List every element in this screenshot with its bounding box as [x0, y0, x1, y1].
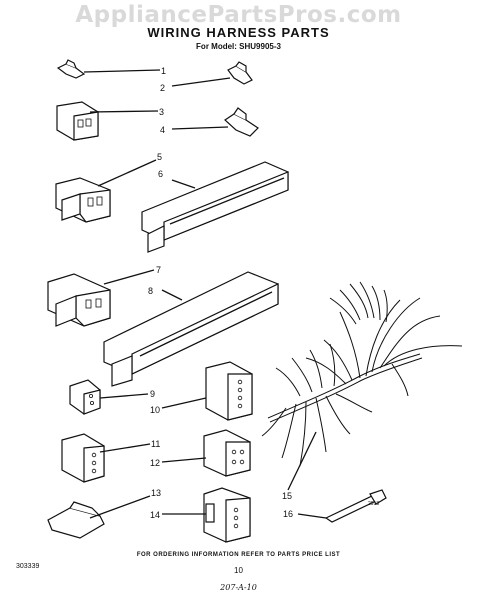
page-number: 10 — [234, 566, 243, 575]
page-title: WIRING HARNESS PARTS — [147, 25, 330, 40]
terminal-part-2 — [171, 61, 253, 87]
callout-4: 4 — [160, 125, 165, 135]
callout-11: 11 — [151, 439, 160, 449]
callout-13: 13 — [151, 488, 161, 498]
callout-14: 14 — [150, 510, 160, 520]
model-subtitle: For Model: SHU9905-3 — [196, 42, 281, 51]
callout-9: 9 — [150, 389, 155, 399]
callout-7: 7 — [156, 265, 161, 275]
ordering-note: FOR ORDERING INFORMATION REFER TO PARTS … — [136, 552, 341, 558]
callout-8: 8 — [148, 286, 153, 296]
callout-3: 3 — [159, 107, 164, 117]
long-connector-part-8 — [103, 271, 279, 387]
callout-16: 16 — [283, 509, 293, 519]
connector-part-9 — [69, 379, 149, 415]
part-number: 303339 — [16, 563, 40, 570]
callout-5: 5 — [157, 152, 162, 162]
watermark-text: AppliancePartsPros.com — [75, 2, 402, 28]
connector-housing-part-3 — [56, 101, 159, 141]
long-connector-part-6 — [141, 161, 289, 253]
connector-part-11 — [61, 433, 151, 483]
connector-housing-part-7 — [47, 269, 155, 327]
connector-part-12 — [161, 429, 251, 477]
terminal-part-1 — [56, 59, 161, 79]
callout-12: 12 — [150, 458, 160, 468]
clip-part-13 — [47, 495, 151, 539]
connector-housing-part-5 — [55, 159, 157, 223]
figure-code: 2918 — [368, 501, 380, 507]
cable-tie-part-16 — [297, 489, 387, 523]
connector-part-10 — [161, 361, 253, 421]
callout-2: 2 — [160, 83, 165, 93]
callout-6: 6 — [158, 169, 163, 179]
wiring-harness-part-15 — [261, 281, 463, 491]
connector-part-14 — [162, 487, 251, 543]
callout-1: 1 — [161, 66, 166, 76]
terminal-part-4 — [171, 107, 259, 137]
callout-10: 10 — [150, 405, 160, 415]
callout-15: 15 — [282, 491, 292, 501]
handwritten-code: 207-A-10 — [220, 583, 257, 592]
